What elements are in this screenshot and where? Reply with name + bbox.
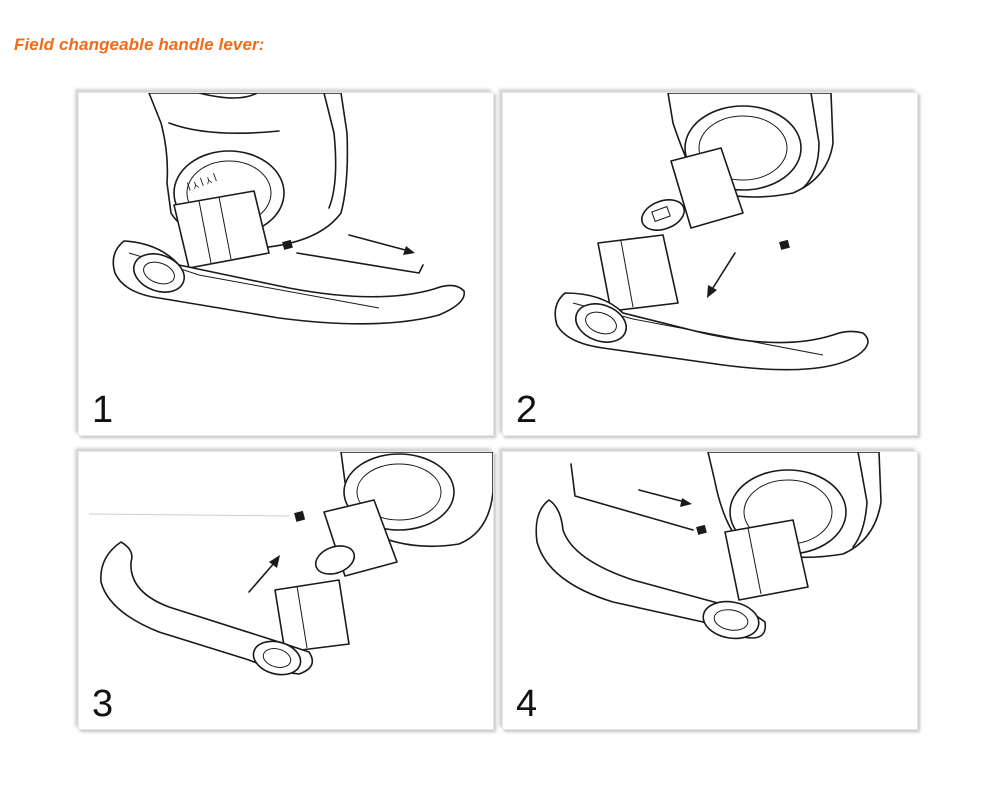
step-3-illustration bbox=[88, 452, 493, 676]
step-1-number: 1 bbox=[92, 389, 114, 431]
step-1-panel: ꟾ ⅄ ꟾ ⅄ ꟾ 1 bbox=[78, 92, 494, 436]
step-4-number: 4 bbox=[516, 683, 538, 725]
step-1-illustration: ꟾ ⅄ ꟾ ⅄ ꟾ bbox=[112, 93, 466, 325]
step-2-number: 2 bbox=[516, 389, 538, 431]
step-4-illustration bbox=[535, 452, 882, 640]
page-title: Field changeable handle lever: bbox=[14, 35, 265, 54]
step-4-panel: 4 bbox=[502, 451, 918, 730]
step-2-illustration bbox=[554, 93, 869, 371]
step-3-number: 3 bbox=[92, 683, 114, 725]
step-2-panel: 2 bbox=[502, 92, 918, 436]
step-3-panel: 3 bbox=[78, 451, 494, 730]
